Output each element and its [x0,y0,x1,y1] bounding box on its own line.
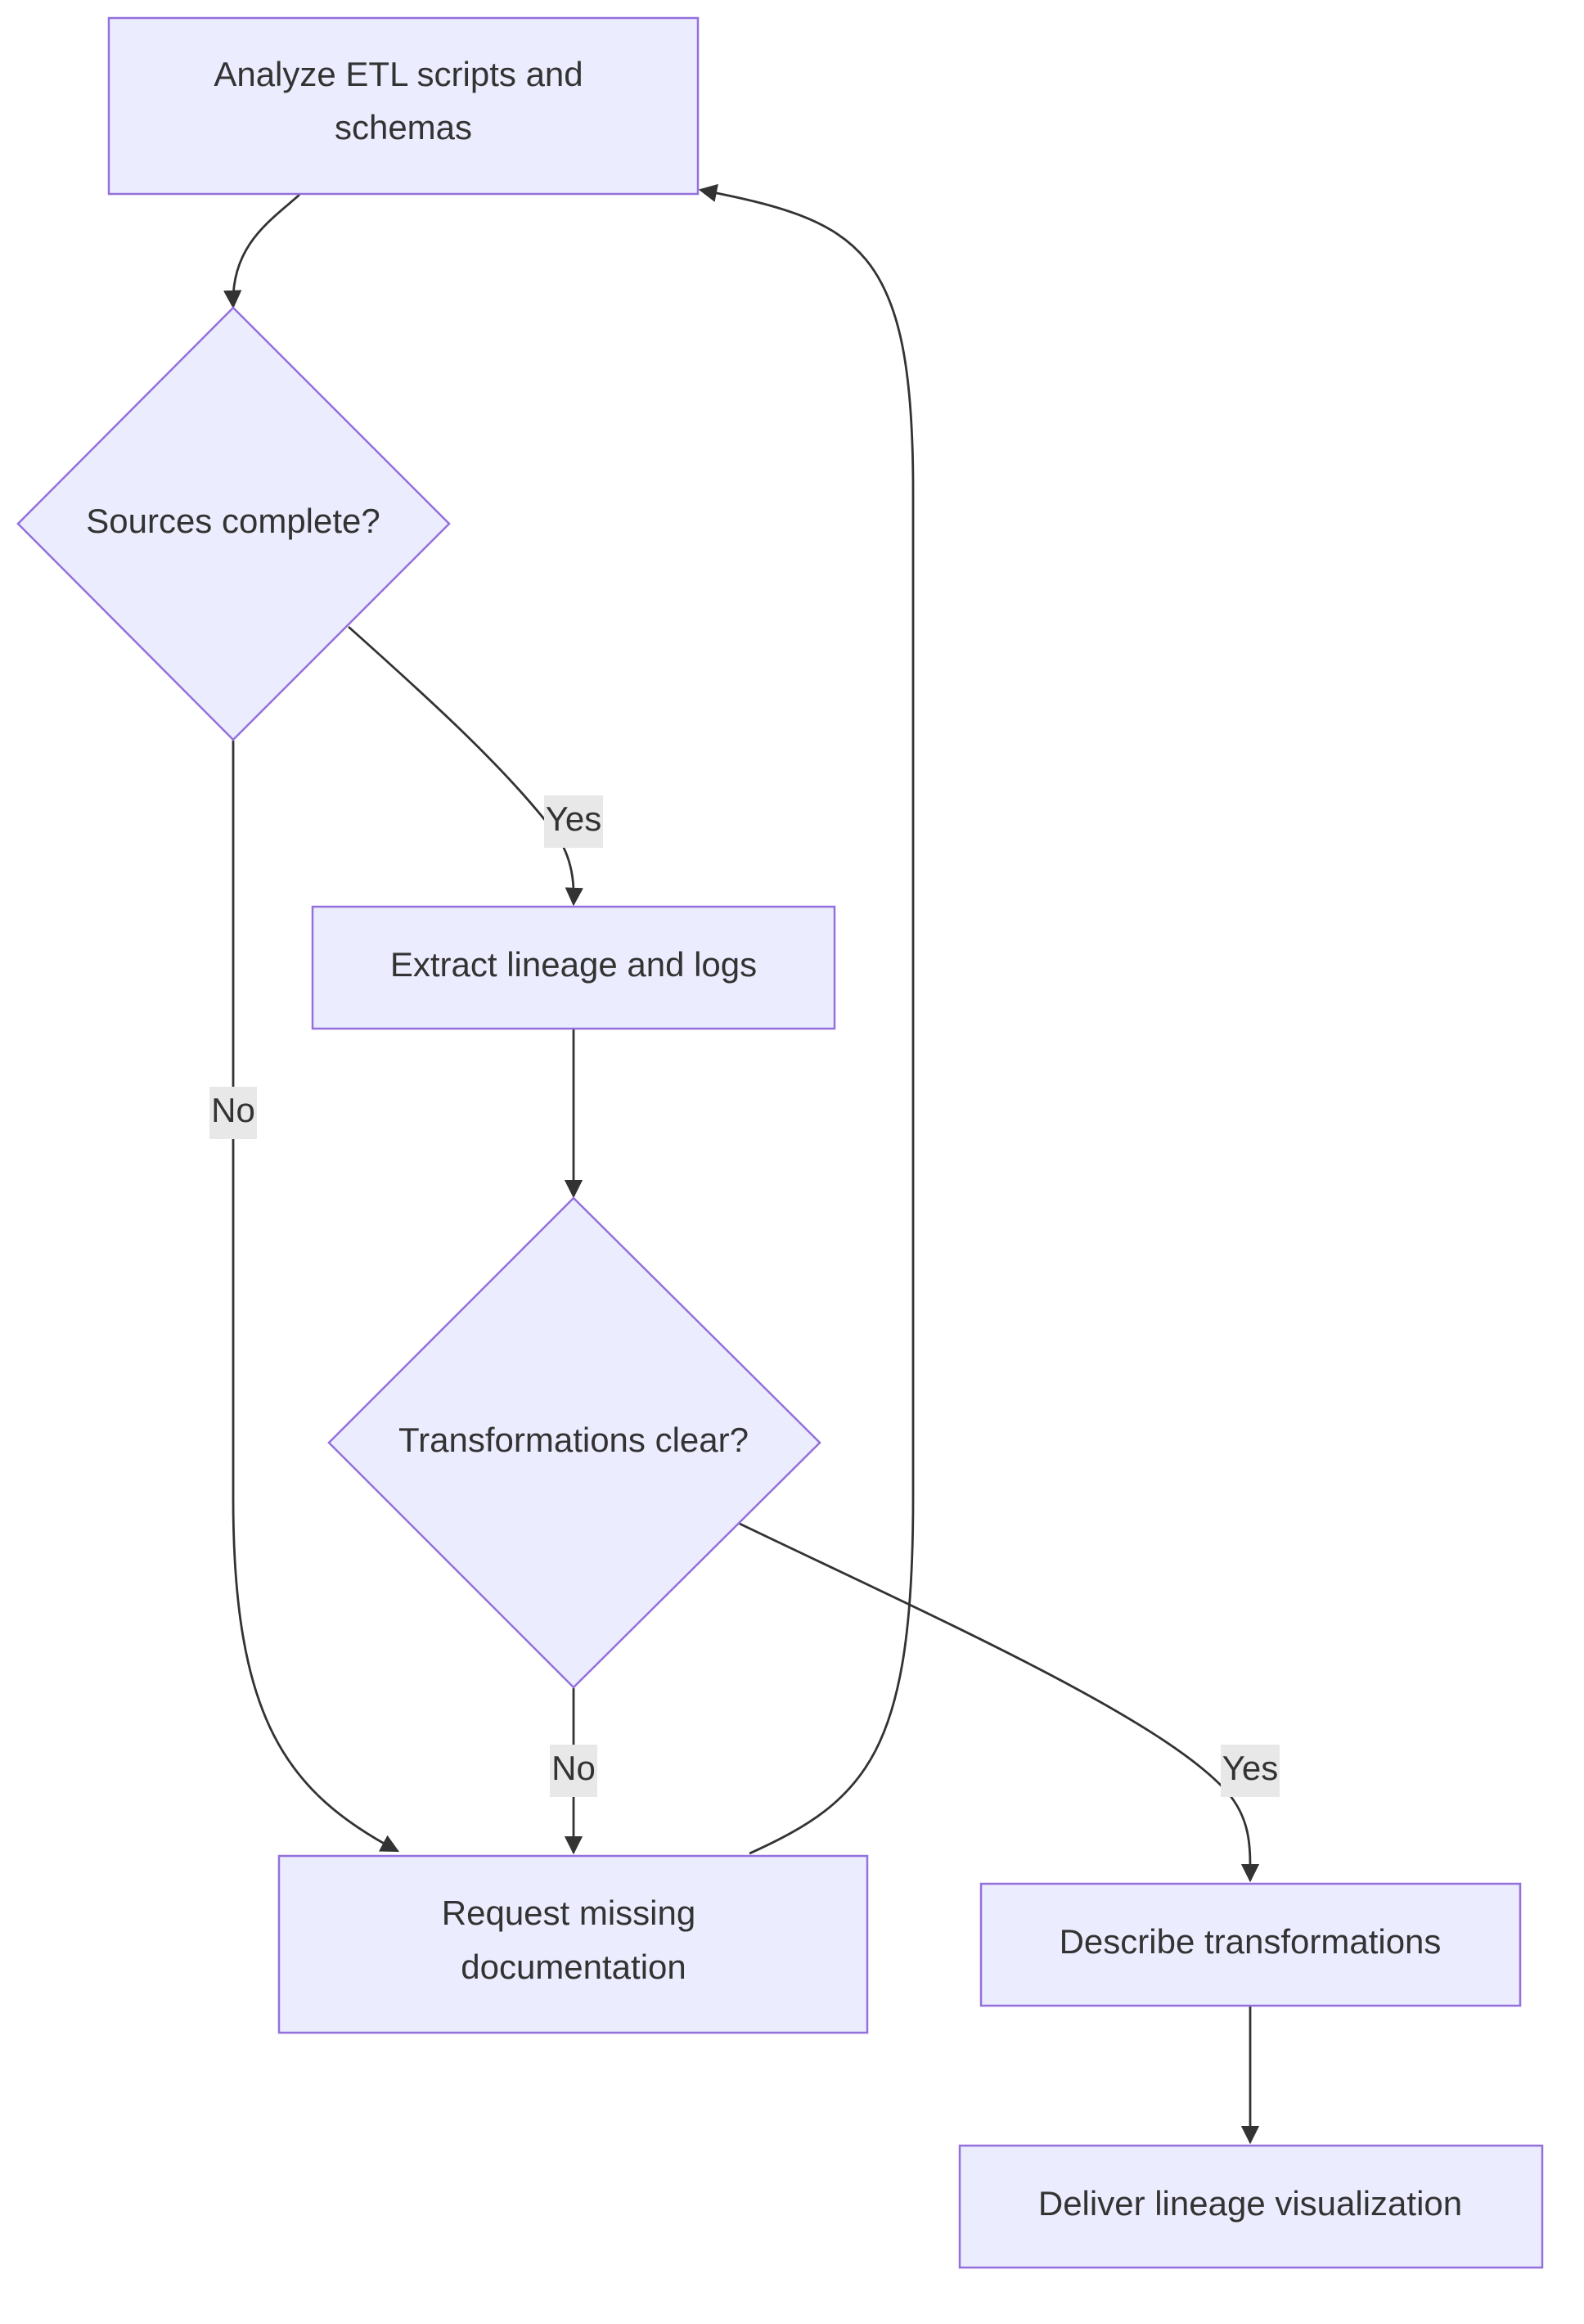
node-describe-transformations: Describe transformations [979,1882,1522,2007]
edge-label-transform-yes: Yes [1221,1745,1280,1797]
node-analyze-etl-line2: schemas [335,108,472,146]
edge-labels-layer: Yes No No Yes [209,795,1280,1797]
edge-analyze-to-sources [223,193,300,309]
node-deliver-visualization-label: Deliver lineage visualization [1038,2184,1462,2223]
edge-transform-to-describe [739,1522,1260,1883]
edge-label-sources-yes: Yes [544,795,603,848]
node-deliver-visualization: Deliver lineage visualization [958,2144,1544,2269]
node-analyze-etl: Analyze ETL scripts and schemas [107,16,700,196]
edge-sources-to-request [232,741,399,1853]
edge-sources-to-extract [348,625,583,907]
edge-label-sources-no: No [209,1087,257,1139]
svg-text:Yes: Yes [546,799,602,838]
svg-text:Yes: Yes [1222,1749,1279,1787]
node-transformations-clear: Transformations clear? [327,1196,821,1689]
node-analyze-etl-line1: Analyze ETL scripts and [214,55,583,93]
nodes-layer: Analyze ETL scripts and schemas Sources … [16,16,1544,2269]
edge-label-transform-no: No [550,1745,597,1797]
node-sources-complete: Sources complete? [16,306,451,741]
node-extract-lineage-label: Extract lineage and logs [390,945,757,984]
node-transformations-clear-label: Transformations clear? [398,1421,749,1459]
svg-text:No: No [551,1749,596,1787]
svg-text:No: No [211,1091,255,1129]
node-request-docs-line1: Request missing [442,1894,695,1932]
edge-request-to-analyze [698,183,915,1855]
node-request-docs: Request missing documentation [277,1854,869,2034]
node-request-docs-line2: documentation [461,1948,686,1986]
node-describe-transformations-label: Describe transformations [1060,1922,1442,1961]
node-extract-lineage: Extract lineage and logs [311,905,836,1030]
node-sources-complete-label: Sources complete? [86,502,380,540]
